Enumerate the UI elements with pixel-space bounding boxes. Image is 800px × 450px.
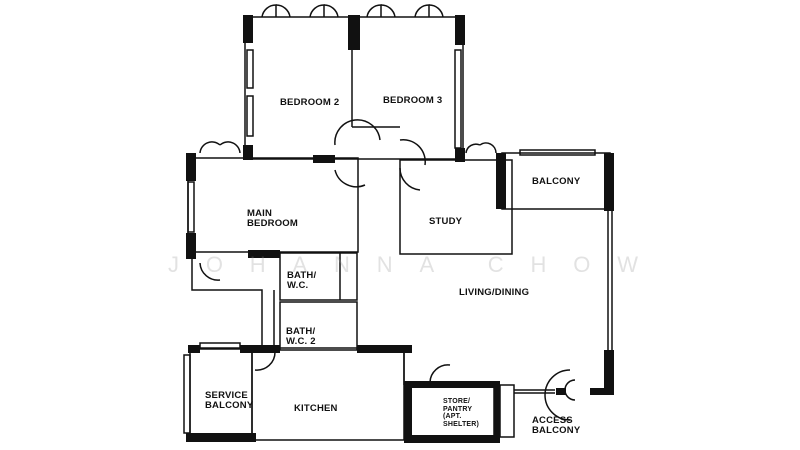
label-bedroom-3: BEDROOM 3 bbox=[383, 95, 443, 106]
label-store-pantry: STORE/ PANTRY (APT. SHELTER) bbox=[443, 398, 480, 428]
main-bedroom-outline bbox=[187, 157, 359, 253]
label-bath-2: BATH/ W.C. 2 bbox=[286, 326, 316, 347]
label-access-balcony: ACCESS BALCONY bbox=[532, 415, 581, 436]
study-outline bbox=[399, 159, 513, 255]
label-kitchen: KITCHEN bbox=[294, 403, 338, 414]
label-service-balcony: SERVICE BALCONY bbox=[205, 390, 254, 411]
label-living-dining: LIVING/DINING bbox=[459, 287, 530, 298]
label-balcony: BALCONY bbox=[532, 176, 581, 187]
label-study: STUDY bbox=[429, 216, 463, 227]
label-bath-1: BATH/ W.C. bbox=[287, 270, 317, 291]
label-main-bedroom: MAIN BEDROOM bbox=[247, 208, 299, 229]
label-bedroom-2: BEDROOM 2 bbox=[280, 97, 340, 108]
